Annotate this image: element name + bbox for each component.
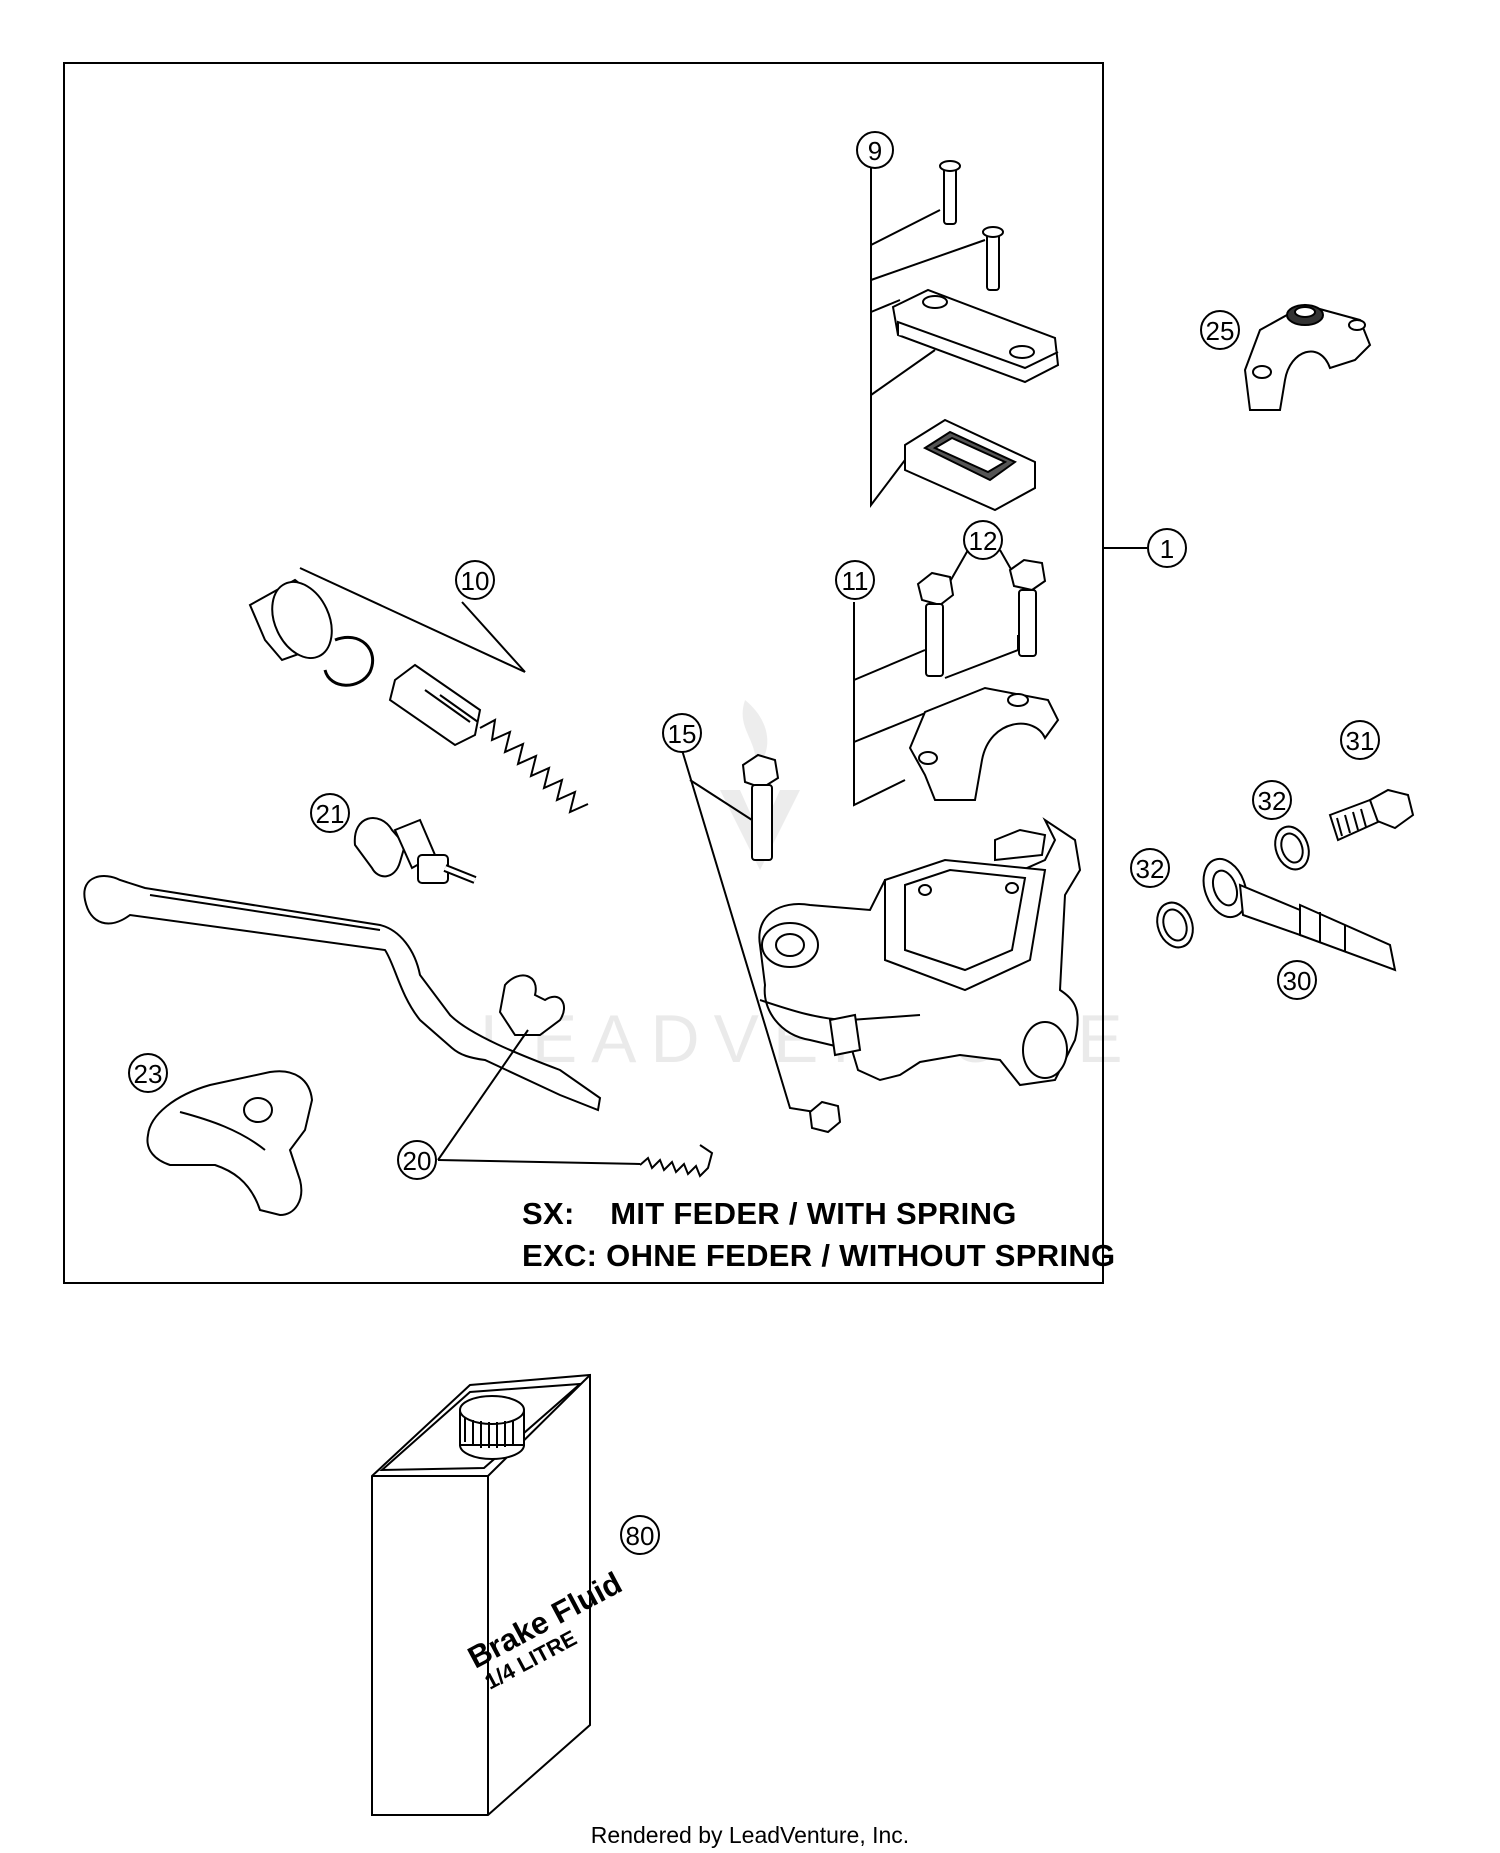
piston-kit-10 xyxy=(248,567,589,814)
callout-21: 21 xyxy=(316,799,345,829)
callout-23: 23 xyxy=(134,1059,163,1089)
callout-32-lower: 32 xyxy=(1136,854,1165,884)
callout-80: 80 xyxy=(626,1521,655,1551)
brake-line-group xyxy=(1156,788,1415,972)
callout-32-upper: 32 xyxy=(1258,786,1287,816)
callout-12: 12 xyxy=(969,526,998,556)
brake-fluid-can-80: Brake Fluid 1/4 LITRE xyxy=(371,1373,628,1816)
callout-1: 1 xyxy=(1160,534,1174,564)
callout-31: 31 xyxy=(1346,726,1375,756)
callout-25: 25 xyxy=(1206,316,1235,346)
callout-15: 15 xyxy=(668,719,697,749)
pivot-bolt-15 xyxy=(681,749,842,1134)
callout-30: 30 xyxy=(1283,966,1312,996)
assembly-frame xyxy=(63,62,1104,1284)
callout-10: 10 xyxy=(461,566,490,596)
callout-11: 11 xyxy=(842,566,869,596)
reservoir-cover-group xyxy=(870,160,1060,512)
note-exc: EXC: OHNE FEDER / WITHOUT SPRING xyxy=(522,1238,1116,1273)
callout-9: 9 xyxy=(868,136,882,166)
master-cylinder-body xyxy=(758,817,1082,1087)
handlebar-clamp-25 xyxy=(1243,303,1372,411)
lever-guard-23 xyxy=(146,1070,314,1217)
watermark-logo xyxy=(720,700,800,870)
note-sx: SX: MIT FEDER / WITH SPRING xyxy=(522,1196,1017,1231)
adjuster-screw-21 xyxy=(353,817,477,884)
lever-spring xyxy=(437,1029,714,1178)
brake-lever-20 xyxy=(83,875,602,1112)
credit-text: Rendered by LeadVenture, Inc. xyxy=(590,1822,910,1848)
clamp-bolts-group xyxy=(853,549,1060,807)
callout-20: 20 xyxy=(403,1146,432,1176)
